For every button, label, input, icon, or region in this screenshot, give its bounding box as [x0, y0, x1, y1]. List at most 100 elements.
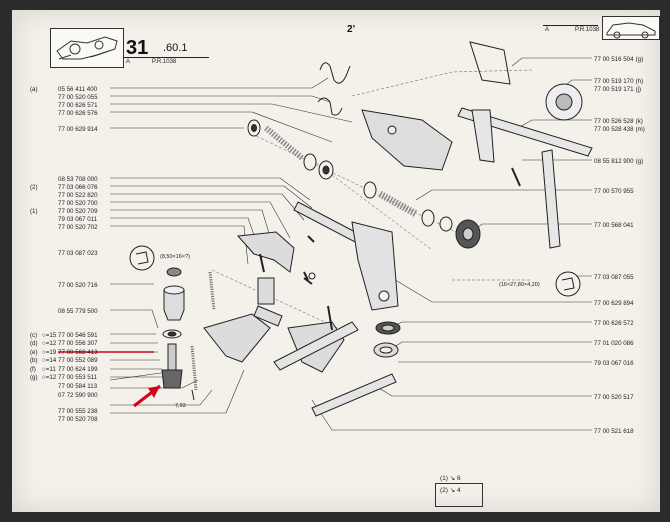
- part-label-right: 77 00 526 528(k): [594, 118, 643, 125]
- header-pr-code: P.R.1038: [152, 59, 177, 65]
- part-number: 77 00 626 571: [58, 102, 98, 109]
- part-number: 77 03 066 076: [58, 184, 98, 191]
- upper-spring-assembly: [247, 119, 334, 180]
- release-fork: [361, 109, 453, 171]
- part-label-right: 77 00 629 894: [594, 300, 634, 307]
- header-pr-code-right: P.R.1038: [575, 27, 600, 33]
- lower-shafts: [273, 321, 397, 417]
- header-rule-right: [543, 25, 598, 26]
- part-label-left: 77 00 555 238: [30, 408, 98, 415]
- part-number: 77 00 553 511: [58, 374, 98, 381]
- label-mark: ○=14: [42, 357, 57, 364]
- part-label-left: 77 00 520 700: [30, 200, 98, 207]
- length-dimension: 7,93: [175, 403, 186, 409]
- part-number: 77 01 020 086: [594, 340, 634, 347]
- part-label-left: 07 72 590 900: [30, 392, 98, 399]
- selector-rod-assembly: [293, 201, 399, 311]
- label-suffix: (k): [635, 118, 643, 125]
- part-number: 08 55 779 500: [58, 308, 98, 315]
- part-label-right: 77 00 521 618: [594, 428, 634, 435]
- label-key: (2): [30, 184, 38, 191]
- red-annotation: [58, 351, 161, 408]
- part-number: 05 56 411 400: [58, 86, 98, 93]
- label-suffix: (h): [635, 78, 644, 85]
- part-label-right: 77 00 570 955: [594, 188, 634, 195]
- part-number: 77 00 522 820: [58, 192, 98, 199]
- part-number: 77 00 552 089: [58, 357, 98, 364]
- middle-spring-assembly: [363, 181, 481, 249]
- part-number: 77 00 624 199: [58, 366, 98, 373]
- label-mark: ○=12: [42, 340, 57, 347]
- thumbnail-vehicle: [602, 16, 660, 40]
- part-label-left: (a) 05 56 411 400: [30, 86, 97, 93]
- spring-dimension-left: (8,50×16×?): [160, 254, 190, 260]
- part-number: 79 03 067 016: [594, 360, 634, 367]
- part-label-right: 77 00 516 504(g): [594, 56, 643, 63]
- exploded-parts-diagram: [58, 41, 593, 431]
- part-label-right: 77 00 519 170(h): [594, 78, 643, 85]
- part-label-right: 79 03 067 016: [594, 360, 634, 367]
- part-label-left: 08 55 779 500: [30, 308, 98, 315]
- part-label-left: 77 00 584 113: [30, 383, 97, 390]
- part-number: 77 00 570 955: [594, 188, 634, 195]
- left-small-parts: [208, 253, 333, 331]
- label-suffix: (g): [635, 158, 644, 165]
- label-key: (d): [30, 340, 38, 347]
- label-mark: ○=12: [42, 374, 57, 381]
- part-label-left: 08 53 708 000: [30, 176, 98, 183]
- part-number: 77 00 626 576: [58, 110, 98, 117]
- label-key: (e): [30, 349, 38, 356]
- part-label-right: 77 01 020 086: [594, 340, 634, 347]
- part-label-right: 77 00 626 572: [594, 320, 634, 327]
- page-center-mark: 2’: [347, 24, 356, 35]
- part-label-left: (2) 77 03 066 076: [30, 184, 98, 191]
- part-number: 77 00 516 504: [594, 56, 634, 63]
- label-suffix: (j): [635, 86, 642, 93]
- header-column-a-right: A: [545, 27, 550, 33]
- part-number: 77 00 626 572: [594, 320, 634, 327]
- detent-plunger-stack: [161, 267, 198, 401]
- header-rule: [124, 57, 209, 58]
- spring-dimension-right: (16×27,80×4,20): [499, 282, 540, 288]
- legend-row-2: (2) ↘ 4: [440, 487, 461, 494]
- part-number: 77 00 556 307: [58, 340, 98, 347]
- thumbnail-assembly-drawing: [50, 28, 124, 68]
- part-number: 79 03 067 011: [58, 216, 98, 223]
- label-key: (b): [30, 357, 38, 364]
- page-sub-number: .60.1: [163, 42, 188, 54]
- label-key: (c): [30, 332, 38, 339]
- label-mark: ○=11: [42, 366, 56, 373]
- lower-right-bushes: [373, 321, 401, 358]
- part-label-left: 77 00 520 716: [30, 282, 98, 289]
- legend-table: [435, 483, 483, 507]
- part-label-left: 77 00 626 576: [30, 110, 98, 117]
- part-label-left: (1)77 00 520 709: [30, 208, 98, 215]
- part-label-left: 77 00 522 820: [30, 192, 98, 199]
- part-label-left: 77 00 520 708: [30, 416, 98, 423]
- part-label-right: 77 00 568 041: [594, 222, 634, 229]
- part-number: 77 00 520 708: [58, 416, 98, 423]
- vehicle-thumbnail-icon: [606, 22, 656, 39]
- label-key: (a): [30, 86, 38, 93]
- legend-row-1: (1) ↘ 6: [440, 475, 461, 482]
- part-number: 77 00 519 170: [594, 78, 634, 85]
- selector-forks: [203, 231, 345, 373]
- part-number: 77 00 526 528: [594, 118, 634, 125]
- part-label-left: 77 00 520 055: [30, 94, 98, 101]
- part-number: 08 55 812 900: [594, 158, 634, 165]
- part-number: 77 00 519 171: [594, 86, 634, 93]
- clip-detail-callouts: [129, 245, 581, 297]
- part-number: 77 00 555 238: [58, 408, 98, 415]
- part-number: 77 00 520 709: [58, 208, 98, 215]
- part-label-right: 77 00 519 171(j): [594, 86, 641, 93]
- leader-lines: [109, 57, 592, 431]
- part-label-left: 77 00 626 571: [30, 102, 98, 109]
- part-number: 77 00 629 894: [594, 300, 634, 307]
- part-number: 77 00 584 113: [58, 383, 98, 390]
- part-number: 77 00 520 716: [58, 282, 98, 289]
